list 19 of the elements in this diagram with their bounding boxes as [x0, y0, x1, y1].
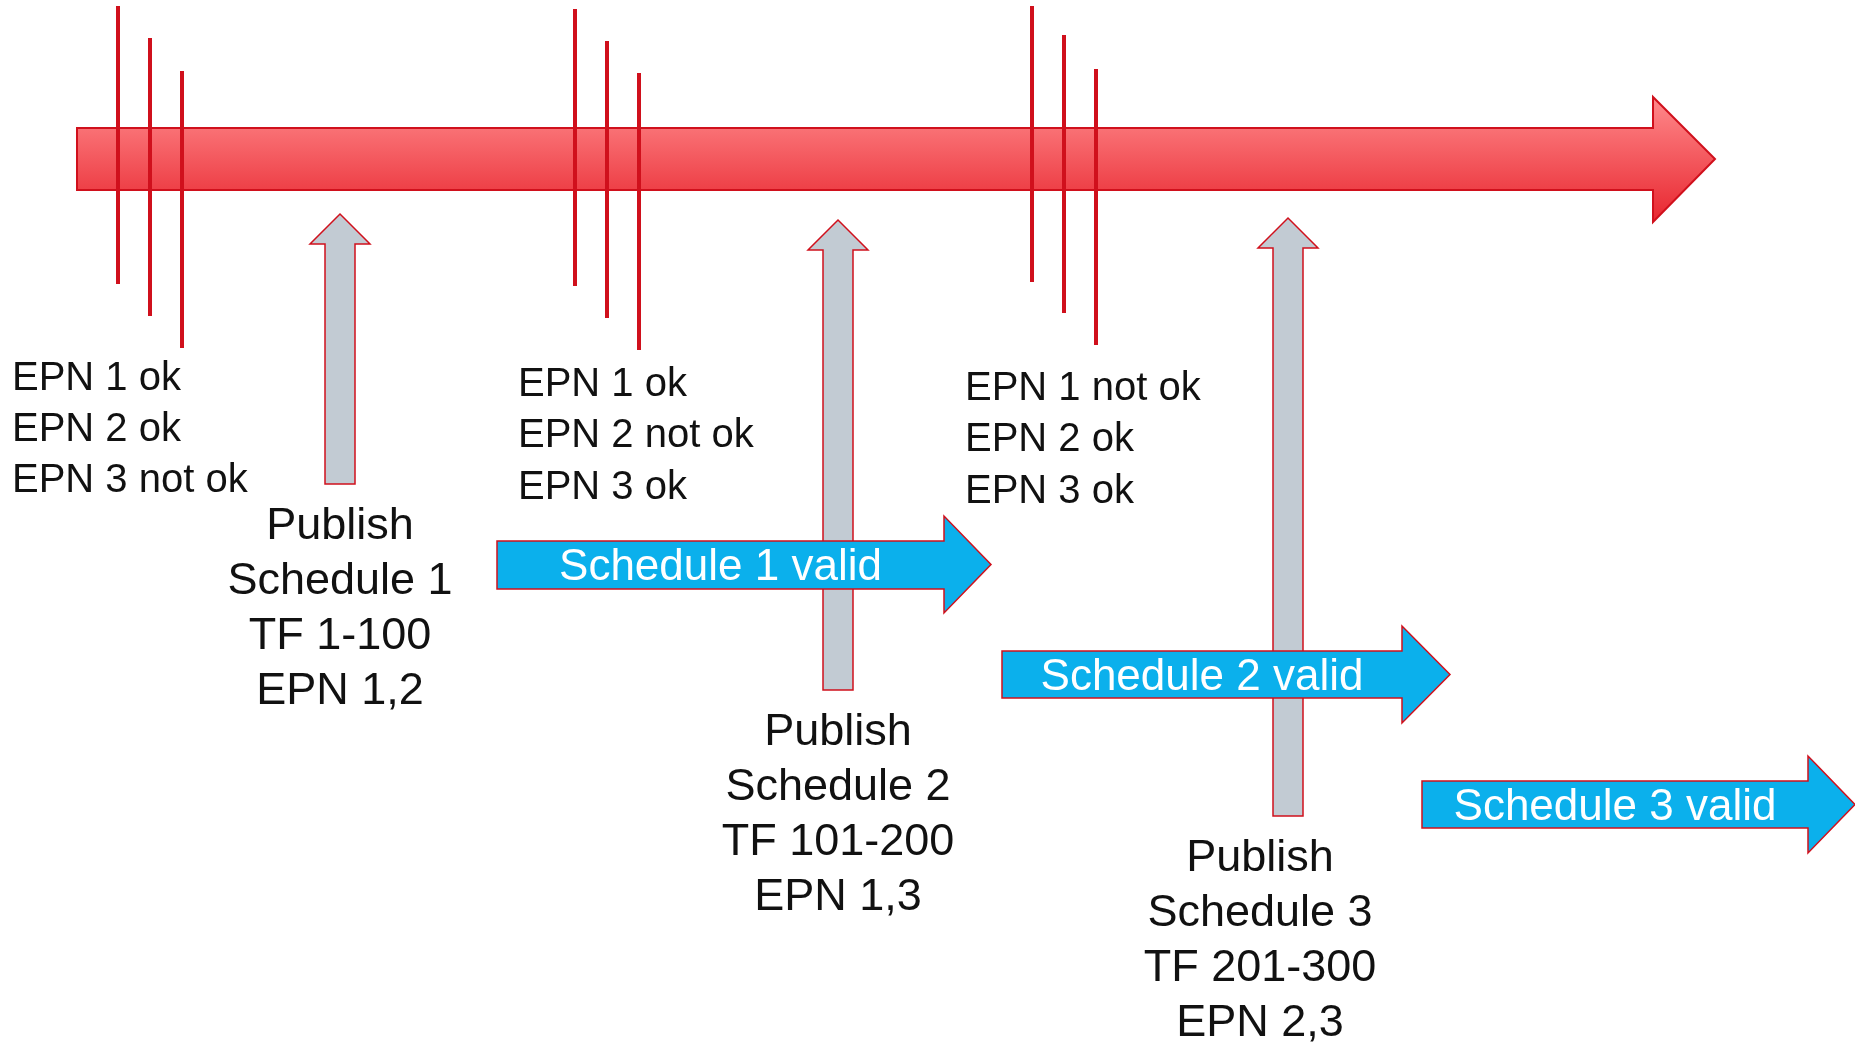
validity-banner — [1002, 626, 1450, 723]
status-text: EPN 1 ok — [12, 353, 181, 400]
status-text: EPN 3 ok — [518, 462, 687, 509]
validity-banner — [497, 516, 991, 613]
publish-arrow — [308, 212, 372, 485]
publish-note: Publish Schedule 3 TF 201-300 EPN 2,3 — [1142, 829, 1378, 1048]
status-text: EPN 1 ok — [518, 359, 687, 406]
arrow-label: Schedule 3 valid — [1452, 779, 1778, 831]
arrow-label: Schedule 2 valid — [1039, 649, 1365, 701]
publish-arrow — [806, 218, 870, 691]
status-text: EPN 3 ok — [965, 466, 1134, 513]
status-text: EPN 1 not ok — [965, 363, 1201, 410]
status-text: EPN 2 ok — [965, 414, 1134, 461]
status-text: EPN 2 ok — [12, 404, 181, 451]
status-text: EPN 2 not ok — [518, 410, 754, 457]
validity-banner — [1422, 756, 1855, 853]
arrow-label: Schedule 1 valid — [558, 539, 883, 591]
publish-arrow — [1256, 216, 1320, 817]
publish-note: Publish Schedule 2 TF 101-200 EPN 1,3 — [720, 703, 956, 922]
